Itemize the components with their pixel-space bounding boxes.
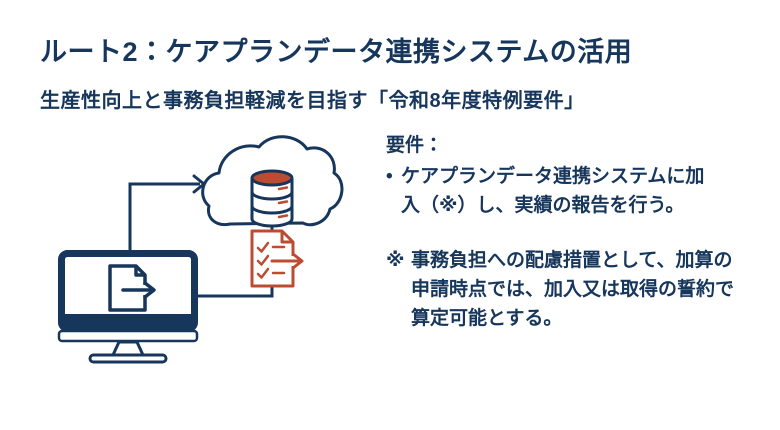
- bullet-marker: •: [386, 166, 393, 187]
- bullet-line: ケアプランデータ連携システムに加: [401, 166, 705, 187]
- flow-arrow-monitor-to-cloud: [128, 174, 206, 250]
- note-line: 算定可能とする。: [411, 308, 563, 329]
- checklist-document-icon: [250, 229, 304, 288]
- requirement-note: ※ 事務負担への配慮措置として、加算の 申請時点では、加入又は取得の誓約で 算定…: [386, 246, 768, 333]
- connector-checklist-to-monitor: [198, 286, 274, 298]
- note-line: 事務負担への配慮措置として、加算の: [411, 250, 733, 271]
- note-text: 事務負担への配慮措置として、加算の 申請時点では、加入又は取得の誓約で 算定可能…: [411, 246, 734, 333]
- note-marker: ※: [386, 250, 405, 271]
- slide-title: ルート2：ケアプランデータ連携システムの活用: [40, 37, 633, 67]
- requirement-bullet-item: • ケアプランデータ連携システムに加 入（※）し、実績の報告を行う。: [386, 162, 768, 220]
- requirements-block: 要件： • ケアプランデータ連携システムに加 入（※）し、実績の報告を行う。 ※…: [386, 131, 768, 333]
- document-export-icon: [108, 264, 156, 312]
- slide-subtitle: 生産性向上と事務負担軽減を目指す「令和8年度特例要件」: [40, 90, 585, 112]
- database-icon: [250, 169, 294, 231]
- data-linkage-illustration: [40, 128, 380, 390]
- note-line: 申請時点では、加入又は取得の誓約で: [411, 279, 735, 300]
- bullet-text: ケアプランデータ連携システムに加 入（※）し、実績の報告を行う。: [401, 162, 704, 220]
- bullet-line: 入（※）し、実績の報告を行う。: [401, 195, 685, 216]
- requirements-heading: 要件：: [386, 135, 444, 156]
